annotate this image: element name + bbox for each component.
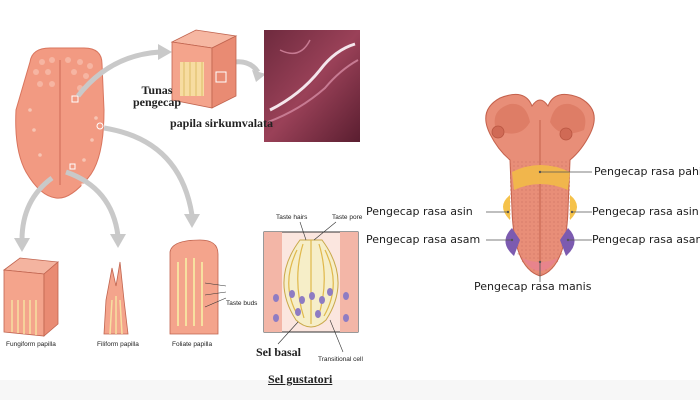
label-rasa-asam-left: Pengecap rasa asam [366, 233, 481, 246]
label-filiform-papilla: Filiform papilla [97, 341, 139, 348]
taste-map-leader-lines [486, 171, 592, 282]
taste-map-tongue [485, 93, 595, 277]
label-rasa-pahit: Pengecap rasa pahit [594, 165, 700, 178]
fungiform-papilla-block [2, 257, 59, 337]
flow-arrows [19, 49, 261, 241]
label-foliate-papilla: Foliate papilla [172, 341, 213, 348]
label-sel-basal: Sel basal [256, 345, 302, 359]
taste-bud-detail [263, 221, 359, 353]
label-fungiform-papilla: Fungiform papilla [6, 341, 56, 348]
label-sel-gustatori: Sel gustatori [268, 372, 333, 386]
label-papila-sirkumvalata: papila sirkumvalata [170, 116, 274, 130]
label-rasa-manis: Pengecap rasa manis [474, 280, 592, 293]
label-rasa-asam-right: Pengecap rasa asam [592, 233, 700, 246]
label-taste-pore: Taste pore [332, 214, 363, 221]
circumvallate-papilla-block [170, 29, 238, 109]
label-rasa-asin-left: Pengecap rasa asin [366, 205, 473, 218]
label-transitional-cell: Transitional cell [318, 356, 363, 363]
tongue-illustration [15, 47, 105, 199]
label-tunas-pengecap: Tunas pengecap [133, 83, 181, 109]
label-rasa-asin-right: Pengecap rasa asin [592, 205, 699, 218]
micrograph-image [264, 30, 360, 142]
filiform-papilla-block [103, 261, 129, 335]
label-taste-hairs: Taste hairs [276, 214, 308, 221]
label-taste-buds: Taste buds [226, 300, 258, 307]
foliate-papilla-block [169, 239, 227, 335]
